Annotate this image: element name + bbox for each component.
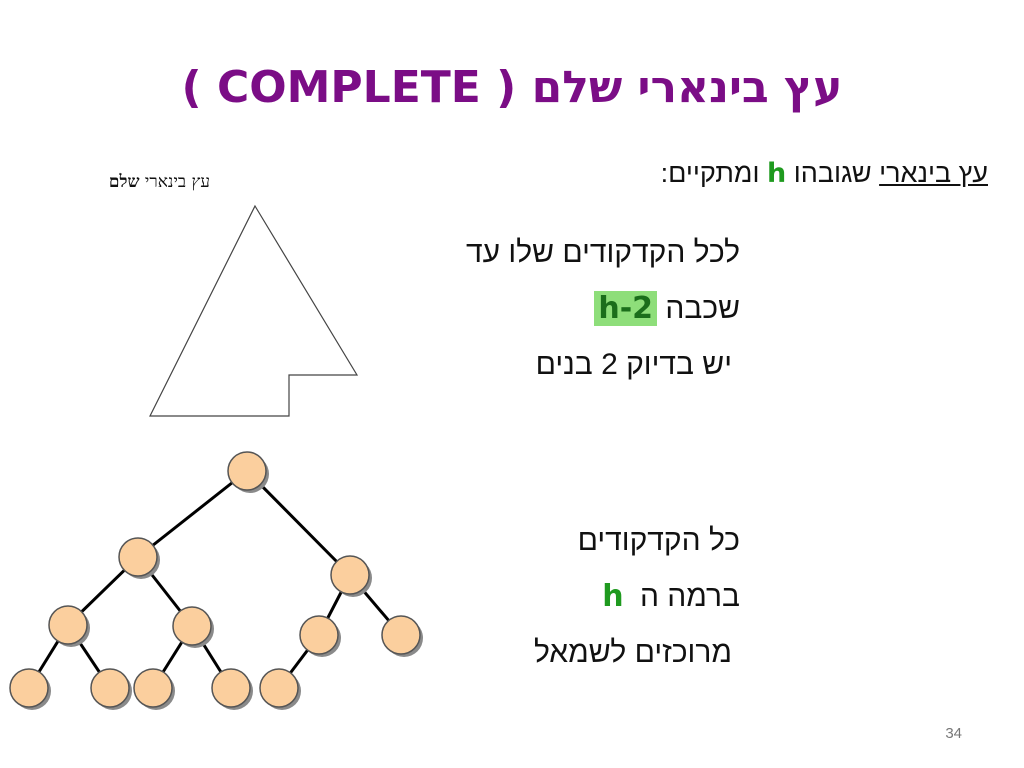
rule1-level-value: h-2 <box>594 291 658 326</box>
page-number: 34 <box>945 725 962 742</box>
tree-node-LLR <box>90 668 132 710</box>
tree-node-RL <box>299 615 341 657</box>
slide-title: עץ בינארי שלם ( COMPLETE ) <box>181 62 843 113</box>
rule-left-concentrated: כל הקדקודים ברמה ה h מרוכזים לשמאל <box>320 513 740 681</box>
tree-node-LR <box>172 606 214 648</box>
subtitle-condition-text: ומתקיים: <box>660 158 767 188</box>
tree-node-LRL <box>133 668 175 710</box>
rule1-line2: שכבה h-2 <box>320 281 740 337</box>
tree-node-L <box>118 537 160 579</box>
rule1-line3: יש בדיוק 2 בנים <box>535 348 732 381</box>
tree-nodes <box>9 451 423 710</box>
tree-edge-root-L <box>137 469 248 559</box>
tree-edge-root-R <box>245 469 352 577</box>
tree-node-LL <box>48 605 90 647</box>
rule2-level-value: h <box>602 579 624 614</box>
tree-node-LLL <box>9 668 51 710</box>
rule-full-levels: לכל הקדקודים שלו עד שכבה h-2 יש בדיוק 2 … <box>320 225 740 393</box>
rule2-line3: מרוכזים לשמאל <box>534 636 732 669</box>
rule2-line1: כל הקדקודים <box>577 524 740 557</box>
tree-node-R <box>330 555 372 597</box>
tree-node-RLL <box>259 668 301 710</box>
complete-tree-outline <box>149 204 359 417</box>
subtitle-h: h <box>766 158 787 189</box>
tree-node-root <box>227 451 269 493</box>
complete-tree-shape-label: עץ בינארי שלם <box>108 172 210 192</box>
subtitle-binary-tree: עץ בינארי <box>879 158 988 188</box>
definition-subtitle: עץ בינארי שגובהו h ומתקיים: <box>468 158 988 189</box>
rule1-line1: לכל הקדקודים שלו עד <box>466 236 740 269</box>
rule2-line2: ברמה ה h <box>320 569 740 625</box>
tree-node-LRR <box>211 668 253 710</box>
subtitle-height-text: שגובהו <box>786 158 880 188</box>
tree-node-RR <box>381 615 423 657</box>
